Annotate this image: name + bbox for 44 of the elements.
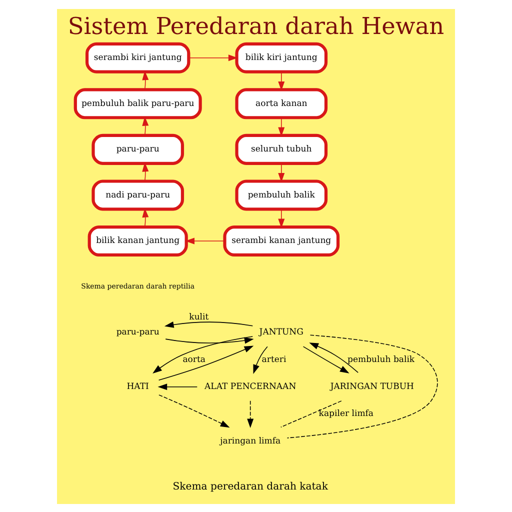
- edge-label: kapiler limfa: [318, 408, 374, 419]
- node-text: jaringan limfa: [220, 436, 281, 446]
- arrow: [188, 54, 238, 61]
- label: Skema peredaran darah katak: [172, 481, 328, 492]
- edge-label: aorta: [182, 354, 206, 364]
- arrow: [165, 336, 254, 344]
- node-box: bilik kiri jantung: [235, 42, 328, 73]
- arrow: [302, 346, 350, 373]
- arrow: [142, 208, 149, 227]
- node-text: JARINGAN TUBUH: [330, 382, 414, 392]
- node-box: nadi paru-paru: [92, 179, 184, 210]
- arrow: [142, 70, 149, 90]
- arrow: [309, 342, 358, 372]
- arrow: [158, 345, 254, 380]
- node-box: pembuluh balik: [235, 179, 328, 210]
- arrow: [185, 237, 225, 244]
- node-box: serambi kiri jantung: [85, 42, 190, 73]
- node-box: seluruh tubuh: [235, 133, 328, 164]
- arrow: [164, 320, 254, 328]
- node-text: paru-paru: [116, 327, 160, 338]
- edge-label: pembuluh balik: [348, 354, 415, 364]
- arrow: [142, 116, 149, 136]
- arrow: [278, 162, 285, 182]
- node-box: aorta kanan: [235, 88, 328, 119]
- arrow: [247, 400, 254, 428]
- arrow: [278, 71, 285, 90]
- connector: [286, 334, 438, 438]
- edge-label: kulit: [189, 312, 209, 322]
- node-box: pembuluh balik paru-paru: [74, 88, 202, 119]
- diagram-title: Sistem Peredaran darah Hewan: [68, 12, 444, 40]
- node-box: serambi kanan jantung: [223, 224, 340, 256]
- node-text: ALAT PENCERNAAN: [204, 382, 296, 392]
- arrow: [158, 383, 198, 390]
- node-box: paru-paru: [92, 133, 184, 164]
- arrow: [152, 336, 253, 373]
- node-text: JANTUNG: [259, 327, 304, 338]
- node-text: HATI: [126, 382, 149, 392]
- node-box: bilik kanan jantung: [88, 224, 188, 256]
- edge-label: arteri: [262, 354, 286, 364]
- arrow: [158, 394, 230, 428]
- connector: [280, 400, 342, 428]
- arrow: [278, 116, 285, 136]
- arrow: [253, 346, 268, 374]
- arrow: [278, 208, 285, 228]
